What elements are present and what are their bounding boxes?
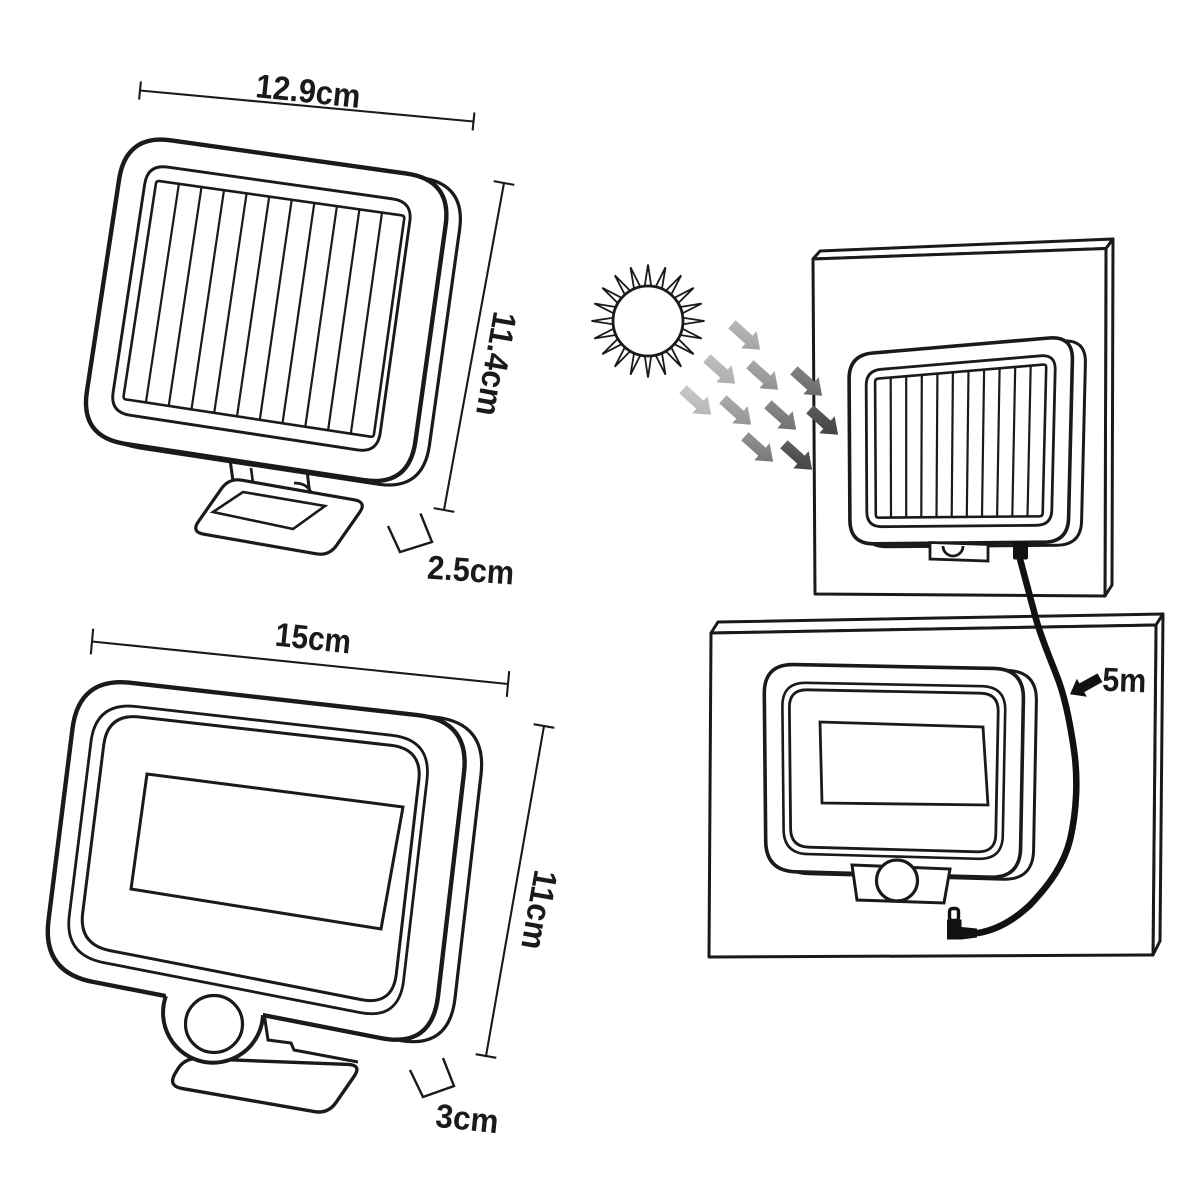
svg-text:5m: 5m [1102,662,1147,701]
svg-text:3cm: 3cm [434,1098,501,1141]
svg-text:2.5cm: 2.5cm [426,550,515,593]
svg-text:15cm: 15cm [273,617,352,662]
